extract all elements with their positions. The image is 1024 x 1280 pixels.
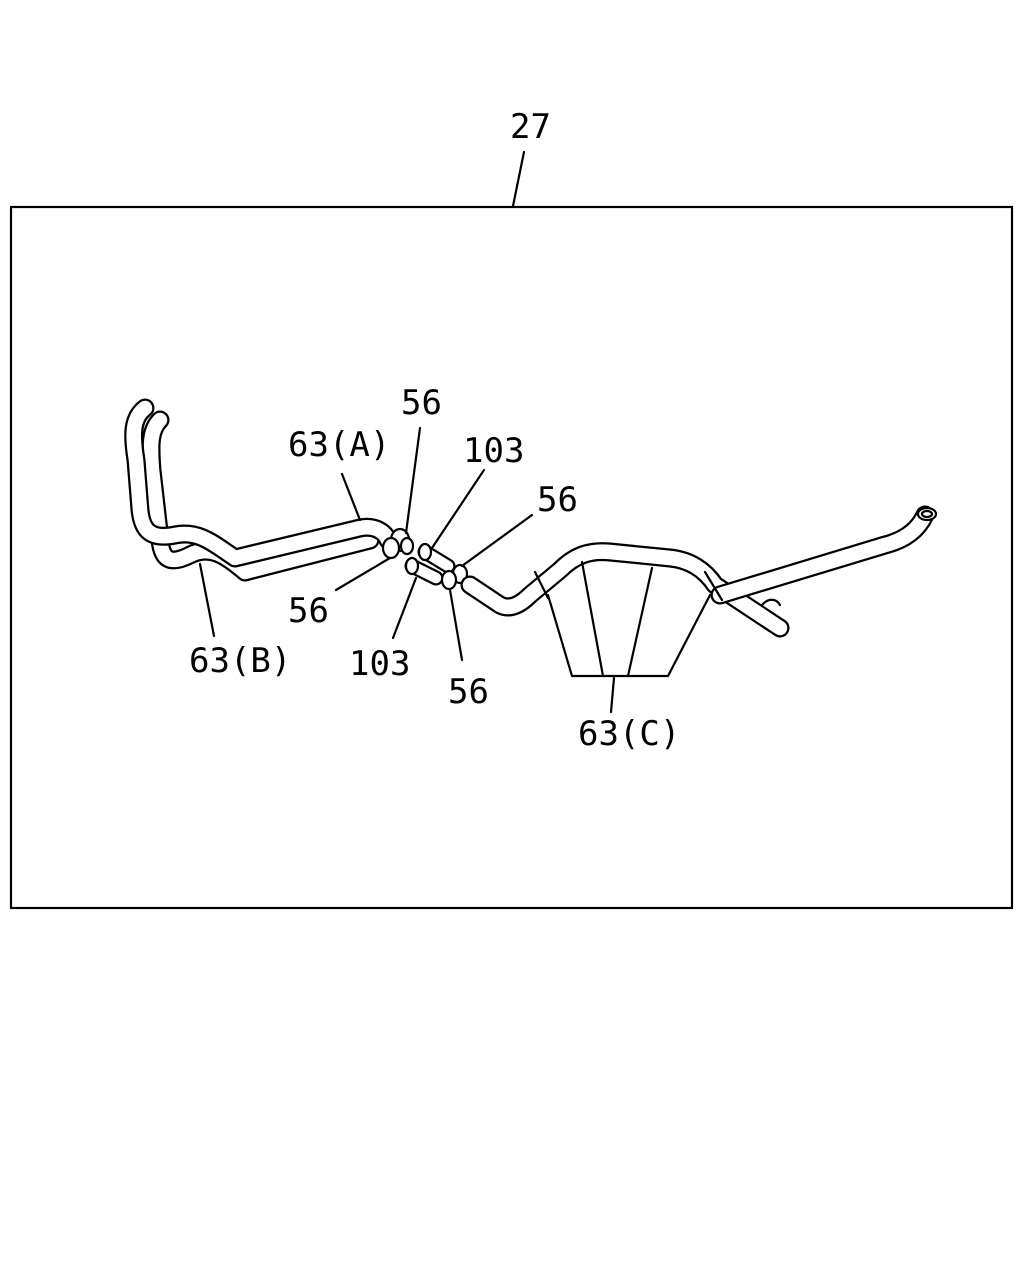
callout-56-top-right: 56 bbox=[537, 480, 578, 520]
callout-56-bottom-right: 56 bbox=[448, 672, 489, 712]
bracket bbox=[533, 560, 724, 678]
callout-63b: 63(B) bbox=[189, 641, 291, 681]
pipe-103-upper bbox=[417, 542, 456, 574]
diagram-frame bbox=[9, 205, 1014, 910]
assembly-leader-line bbox=[511, 150, 526, 208]
clamp-56-left-lower bbox=[381, 536, 401, 560]
leader-63a bbox=[340, 472, 362, 522]
leader-63c bbox=[609, 676, 616, 714]
callout-56-top-left: 56 bbox=[401, 383, 442, 423]
leader-56-top-right bbox=[460, 513, 534, 568]
leader-103-bottom bbox=[391, 576, 418, 640]
assembly-label: 27 bbox=[510, 107, 551, 147]
callout-56-bottom-left: 56 bbox=[288, 591, 329, 631]
callout-103-bottom: 103 bbox=[349, 644, 410, 684]
hose-63c bbox=[460, 505, 938, 638]
leader-56-bottom-left bbox=[334, 556, 392, 592]
callout-63c: 63(C) bbox=[578, 714, 680, 754]
callout-63a: 63(A) bbox=[288, 425, 390, 465]
leader-63b bbox=[198, 562, 216, 638]
clamp-56-right-lower bbox=[440, 569, 458, 591]
hose-63a bbox=[124, 398, 398, 568]
pipe-103-lower bbox=[404, 556, 444, 586]
leader-56-bottom-right bbox=[448, 588, 464, 662]
callout-103-top: 103 bbox=[463, 431, 524, 471]
leader-56-top-left bbox=[404, 426, 422, 535]
leader-103-top bbox=[430, 468, 486, 550]
